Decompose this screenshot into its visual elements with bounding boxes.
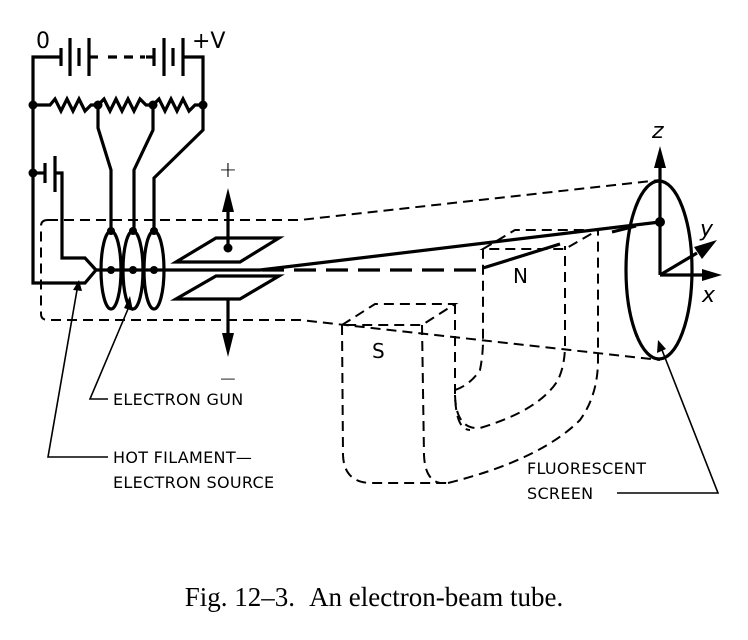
hot-filament-label-line1: HOT FILAMENT— bbox=[113, 448, 252, 467]
beam-segment-near-screen bbox=[611, 224, 637, 234]
envelope-upper-edge bbox=[48, 179, 661, 221]
screen-leader bbox=[617, 349, 720, 494]
upper-deflection-plate bbox=[170, 236, 285, 264]
magnet-inner-bend bbox=[454, 246, 566, 430]
south-pole-label: S bbox=[372, 339, 385, 363]
south-pole-right-edge bbox=[421, 324, 441, 484]
lead-electrode-1 bbox=[96, 105, 113, 230]
battery-left-icon bbox=[59, 38, 98, 76]
north-pole-top bbox=[479, 229, 602, 250]
south-pole-top bbox=[338, 303, 459, 326]
lead-electrode-2 bbox=[132, 105, 155, 230]
deflected-beam bbox=[160, 220, 661, 272]
figure-caption: Fig. 12–3. An electron-beam tube. bbox=[0, 582, 748, 613]
x-axis-label: x bbox=[701, 283, 716, 308]
coordinate-axes: z y x bbox=[651, 119, 722, 308]
figure-number: Fig. 12–3. bbox=[184, 582, 296, 612]
resistor-divider-icon bbox=[33, 95, 203, 115]
power-supply-circuit: 0 +V bbox=[28, 29, 225, 285]
filament-wire-outer bbox=[31, 105, 98, 285]
electron-gun bbox=[96, 227, 166, 311]
arrow-icon bbox=[657, 340, 666, 353]
south-pole-back-edge bbox=[454, 304, 471, 431]
minus-terminal-label: − bbox=[219, 367, 237, 392]
figure-caption-text: An electron-beam tube. bbox=[309, 582, 564, 612]
y-arrow-icon bbox=[694, 240, 717, 259]
fluorescent-screen-label-line1: FLUORESCENT bbox=[527, 459, 646, 478]
lead-electrode-3 bbox=[152, 105, 205, 230]
north-pole-inner-edge bbox=[454, 249, 484, 391]
battery-plus-v-label: +V bbox=[192, 29, 225, 54]
arrow-down-icon bbox=[222, 333, 234, 357]
fluorescent-screen-label-line2: SCREEN bbox=[527, 484, 593, 503]
electron-gun-label: ELECTRON GUN bbox=[113, 390, 244, 409]
lower-deflection-plate bbox=[170, 274, 285, 301]
filament-leader bbox=[47, 289, 108, 458]
arrow-up-icon bbox=[222, 188, 234, 212]
arrow-icon bbox=[124, 296, 133, 311]
node-dot bbox=[107, 227, 115, 235]
z-arrow-icon bbox=[654, 146, 666, 168]
magnet-outer-bend bbox=[447, 230, 599, 484]
heater-battery-icon bbox=[33, 156, 57, 192]
filament-wire-inner bbox=[55, 171, 98, 272]
south-pole-left-edge bbox=[341, 324, 448, 484]
battery-right-icon bbox=[146, 38, 185, 76]
horseshoe-magnet: S N bbox=[338, 229, 602, 484]
callout-leaders bbox=[47, 280, 720, 494]
battery-zero-label: 0 bbox=[36, 29, 50, 54]
hot-filament-label-line2: ELECTRON SOURCE bbox=[113, 473, 274, 492]
x-arrow-icon bbox=[702, 269, 722, 281]
z-axis-label: z bbox=[651, 119, 664, 144]
wire-right-top bbox=[183, 55, 205, 105]
node-dot bbox=[150, 227, 158, 235]
plus-terminal-label: + bbox=[219, 158, 237, 183]
tube-envelope bbox=[40, 179, 661, 361]
y-axis bbox=[659, 251, 698, 277]
electron-gun-leader bbox=[88, 308, 129, 400]
y-axis-label: y bbox=[699, 217, 714, 242]
envelope-lower-edge bbox=[40, 219, 661, 361]
node-dot bbox=[129, 227, 137, 235]
deflection-plates: + − bbox=[170, 158, 285, 392]
north-pole-label: N bbox=[513, 264, 528, 288]
arrow-icon bbox=[73, 280, 82, 291]
wire-left-top bbox=[31, 55, 60, 105]
